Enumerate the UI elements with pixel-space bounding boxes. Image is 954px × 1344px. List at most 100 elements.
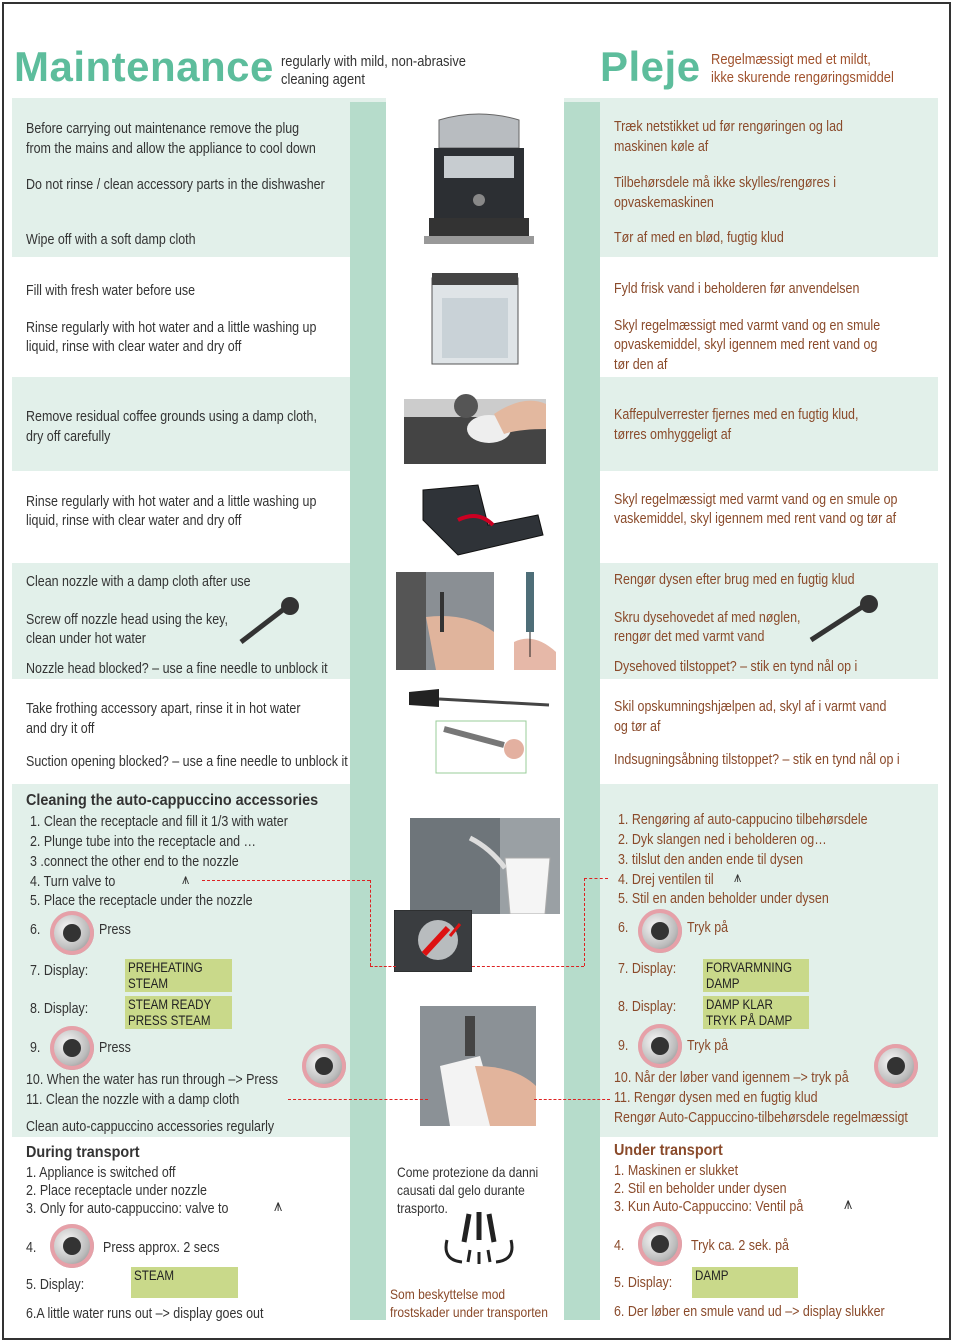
s5-en-1: Clean nozzle with a damp cloth after use — [26, 574, 251, 590]
s8-en-4: 4. — [26, 1240, 37, 1256]
leader-line — [202, 880, 370, 881]
s7-da-12: Rengør Auto-Cappuccino-tilbehørsdele reg… — [614, 1110, 908, 1126]
s7-en-7: 7. Display: — [30, 963, 89, 979]
s5-da-1: Rengør dysen efter brug med en fugtig kl… — [614, 572, 855, 588]
display-steam: STEAM — [131, 1267, 238, 1298]
s8-da-title: Under transport — [614, 1142, 723, 1159]
s7-da-press-2: Tryk på — [687, 1038, 729, 1054]
s8-da-2: 2. Stil en beholder under dysen — [614, 1181, 787, 1197]
s7-en-8: 8. Display: — [30, 1001, 89, 1017]
frost-protection-icon — [444, 1212, 514, 1264]
s2-da-3: opvaskemiddel, skyl igennem med rent van… — [614, 337, 878, 353]
s6-da-1: Skil opskumningshjælpen ad, skyl af i va… — [614, 699, 887, 715]
s3-en-1: Remove residual coffee grounds using a d… — [26, 409, 317, 425]
s7-en-press-1: Press — [99, 922, 131, 938]
s1-da-5: Tør af med en blød, fugtig klud — [614, 230, 784, 246]
divider-right — [564, 102, 600, 1320]
s7-da-10: 10. Når der løber vand igennem –> tryk p… — [614, 1070, 849, 1086]
s6-en-2: and dry it off — [26, 721, 95, 737]
s7-da-8: 8. Display: — [618, 999, 677, 1015]
s7-da-11: 11. Rengør dysen med en fugtig klud — [614, 1090, 818, 1106]
s8-en-2: 2. Place receptacle under nozzle — [26, 1183, 207, 1199]
steam-button-icon — [638, 1222, 682, 1266]
steam-valve-icon: ⩚ — [734, 869, 742, 886]
s1-da-2: maskinen køle af — [614, 139, 709, 155]
steam-button-icon — [50, 1026, 94, 1070]
s7-da-6: 6. — [618, 920, 629, 936]
nozzle-cloth-photo — [420, 1006, 536, 1126]
leader-line — [534, 1099, 610, 1100]
subtitle-en-2: cleaning agent — [281, 71, 365, 88]
s7-da-9: 9. — [618, 1038, 629, 1054]
s8-en-1: 1. Appliance is switched off — [26, 1165, 176, 1181]
s1-da-4: opvaskemaskinen — [614, 195, 714, 211]
s6-da-3: Indsugningsåbning tilstoppet? – stik en … — [614, 752, 900, 768]
s5-da-2: Skru dysehovedet af med nøglen, — [614, 610, 801, 626]
cloth-wipe-photo — [404, 394, 546, 464]
steam-button-icon — [874, 1044, 918, 1088]
s7-en-3: 3 .connect the other end to the nozzle — [30, 854, 239, 870]
title-en: Maintenance — [14, 43, 274, 90]
divider-left — [350, 102, 386, 1320]
s7-en-9: 9. — [30, 1040, 41, 1056]
leader-line — [584, 878, 585, 966]
s7-en-10: 10. When the water has run through –> Pr… — [26, 1072, 278, 1088]
s2-da-4: tør den af — [614, 357, 668, 373]
subtitle-da-2: ikke skurende rengøringsmiddel — [711, 69, 894, 86]
steam-valve-icon: ⩚ — [182, 871, 190, 888]
auto-cappuccino-photo — [410, 818, 560, 914]
s8-da-5: 5. Display: — [614, 1275, 673, 1291]
s7-da-5: 5. Stil en anden beholder under dysen — [618, 891, 829, 907]
display-damp: DAMP — [692, 1267, 798, 1298]
leader-line — [472, 966, 584, 967]
leader-line — [288, 1099, 428, 1100]
s1-en-2: from the mains and allow the appliance t… — [26, 141, 316, 157]
s6-en-1: Take frothing accessory apart, rinse it … — [26, 701, 301, 717]
nozzle-key-icon — [239, 597, 299, 644]
s5-en-4: Nozzle head blocked? – use a fine needle… — [26, 661, 328, 677]
s8-it-1: Come protezione da danni — [397, 1164, 539, 1180]
s4-da-2: vaskemiddel, skyl igennem med rent vand … — [614, 511, 897, 527]
s3-da-2: tørres omhyggeligt af — [614, 427, 732, 443]
s7-en-1: 1. Clean the receptacle and fill it 1/3 … — [30, 814, 288, 830]
s5-da-3: rengør det med varmt vand — [614, 629, 765, 645]
s7-en-6: 6. — [30, 922, 41, 938]
s8-da-small-1: Som beskyttelse mod — [390, 1286, 506, 1302]
s1-en-4: Wipe off with a soft damp cloth — [26, 232, 196, 248]
s4-da-1: Skyl regelmæssigt med varmt vand og en s… — [614, 492, 898, 508]
steam-valve-icon: ⩚ — [844, 1194, 853, 1213]
s8-en-title: During transport — [26, 1144, 140, 1161]
s2-en-3: liquid, rinse with clear water and dry o… — [26, 339, 242, 355]
s2-en-1: Fill with fresh water before use — [26, 283, 196, 299]
nozzle-hand-photo — [396, 572, 494, 670]
s8-en-3: 3. Only for auto-cappuccino: valve to — [26, 1201, 229, 1217]
s1-da-3: Tilbehørsdele må ikke skylles/rengøres i — [614, 175, 837, 191]
s7-en-title: Cleaning the auto-cappuccino accessories — [26, 792, 319, 809]
s7-en-12: Clean auto-cappuccino accessories regula… — [26, 1119, 275, 1135]
s8-da-3: 3. Kun Auto-Cappuccino: Ventil på — [614, 1199, 804, 1215]
s2-en-2: Rinse regularly with hot water and a lit… — [26, 320, 317, 336]
subtitle-da-1: Regelmæssigt med et mildt, — [711, 51, 871, 68]
s1-da-1: Træk netstikket ud før rengøringen og la… — [614, 119, 843, 135]
steam-button-icon — [638, 1024, 682, 1068]
s8-da-6: 6. Der løber en smule vand ud –> display… — [614, 1304, 885, 1320]
s7-da-7: 7. Display: — [618, 961, 677, 977]
s8-en-press: Press approx. 2 secs — [103, 1240, 220, 1256]
steam-button-icon — [50, 911, 94, 955]
s4-en-1: Rinse regularly with hot water and a lit… — [26, 494, 317, 510]
s5-en-2: Screw off nozzle head using the key, — [26, 612, 228, 628]
s7-en-4: 4. Turn valve to — [30, 874, 116, 890]
title-da: Pleje — [600, 43, 701, 90]
s7-en-press-2: Press — [99, 1040, 131, 1056]
leader-line — [584, 878, 608, 879]
leader-line — [370, 880, 371, 966]
s7-en-2: 2. Plunge tube into the receptacle and … — [30, 834, 257, 850]
s8-it-2: causati dal gelo durante — [397, 1182, 525, 1198]
steam-valve-closeup — [394, 910, 472, 972]
s6-en-3: Suction opening blocked? – use a fine ne… — [26, 754, 348, 770]
steam-button-icon — [638, 909, 682, 953]
